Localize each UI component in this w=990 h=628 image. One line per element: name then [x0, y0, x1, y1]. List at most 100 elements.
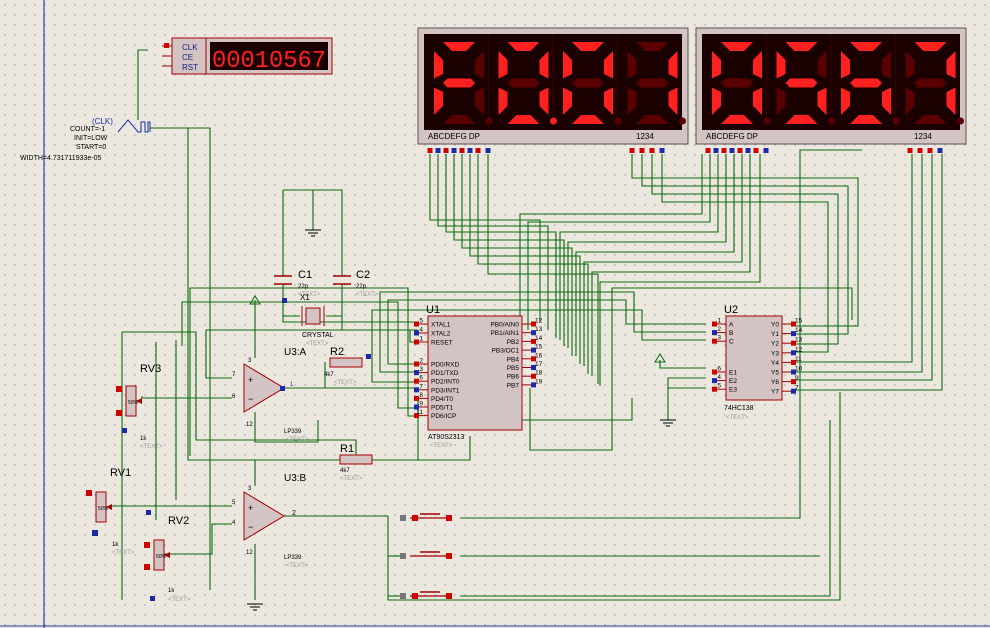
potentiometer-rv3[interactable]: 50% RV3 1k <TEXT>: [116, 363, 163, 450]
button-1-pin-left[interactable]: [400, 515, 406, 521]
rv2-bottom-pin[interactable]: [150, 596, 155, 601]
rv1-pin-top[interactable]: [86, 490, 92, 496]
push-button-2[interactable]: [400, 551, 452, 559]
u2-pin-3-marker[interactable]: [712, 338, 717, 344]
capacitor-c1[interactable]: C1 22p <TEXT>: [274, 269, 321, 298]
u2-pin-6-marker[interactable]: [712, 369, 717, 375]
comparator-u3a[interactable]: + − U3:A LP339 <TEXT> 3 7 6 1 12: [232, 347, 309, 443]
comparator-u3b[interactable]: + − U3:B LP339 <TEXT> 3 5 4 2 12: [232, 473, 309, 569]
rv3-pin-bottom[interactable]: [116, 410, 122, 416]
u1-pin-15-number: 15: [535, 344, 543, 351]
clock-generator[interactable]: (CLK) COUNT=-1 INIT=LOW START=0 WIDTH=4.…: [20, 117, 151, 162]
u1-pin-12-marker[interactable]: [531, 321, 536, 327]
u2-pin-13-marker[interactable]: [791, 340, 796, 346]
u2-pin-2-marker[interactable]: [712, 330, 717, 336]
u1-pin-14-marker[interactable]: [531, 338, 536, 344]
left-display-segment-pin-8[interactable]: [485, 148, 491, 153]
u2-pin-5-marker[interactable]: [712, 386, 717, 392]
right-display-segment-pin-1[interactable]: [705, 148, 711, 153]
right-display-segment-pin-8[interactable]: [763, 148, 769, 153]
button-2-pin-left[interactable]: [400, 553, 406, 559]
right-display-digit-pin-2[interactable]: [917, 148, 923, 153]
button-3-pin-left[interactable]: [400, 593, 406, 599]
rv2-pin-top[interactable]: [144, 542, 150, 548]
push-button-3[interactable]: [400, 591, 452, 599]
potentiometer-rv1[interactable]: 50% RV1 1k <TEXT>: [86, 467, 135, 556]
button-3-pin-mid[interactable]: [412, 593, 418, 599]
right-digit-2-segment-g: [785, 78, 818, 88]
counter-timer[interactable]: 00010567 CLK CE RST: [162, 37, 333, 75]
u1-pin-2-marker[interactable]: [414, 361, 419, 367]
u1-pin-18-marker[interactable]: [531, 373, 536, 379]
left-display-digit-pin-4[interactable]: [659, 148, 665, 153]
u1-pin-1-marker[interactable]: [414, 339, 419, 345]
u1-pin-19-marker[interactable]: [531, 382, 536, 388]
right-display-digit-pin-3[interactable]: [927, 148, 933, 153]
u2-pin-11-marker[interactable]: [791, 359, 796, 365]
right-display-segment-pin-3[interactable]: [721, 148, 727, 153]
left-display-digit-pin-2[interactable]: [639, 148, 645, 153]
right-display-segment-pin-5[interactable]: [737, 148, 743, 153]
rv3-bottom-pin[interactable]: [122, 428, 127, 433]
u3b-text: <TEXT>: [286, 563, 309, 569]
resistor-r2[interactable]: R2 4k7 <TEXT>: [324, 346, 371, 386]
c1-top-pin[interactable]: [282, 298, 287, 303]
u2-pin-9-marker[interactable]: [791, 379, 796, 385]
left-digit-3-segment-c: [604, 87, 613, 115]
u3a-out-pin[interactable]: [280, 386, 285, 391]
button-1-pin-right[interactable]: [446, 515, 452, 521]
right-display-segment-pin-6[interactable]: [745, 148, 751, 153]
resistor-r1[interactable]: R1 4k7 <TEXT>: [339, 443, 373, 482]
right-display-segment-pin-4[interactable]: [729, 148, 735, 153]
u2-pin-12-marker[interactable]: [791, 350, 796, 356]
right-digit-4-segment-b: [946, 51, 956, 79]
u2-pin-4-marker[interactable]: [712, 378, 717, 384]
button-3-pin-right[interactable]: [446, 593, 452, 599]
u1-pin-8-marker[interactable]: [414, 395, 419, 401]
right-display-digit-pin-4[interactable]: [937, 148, 943, 153]
u1-pin-6-marker[interactable]: [414, 378, 419, 384]
left-display-segment-pin-3[interactable]: [443, 148, 449, 153]
rv1-pin-bottom[interactable]: [92, 530, 98, 536]
u2-pin-14-marker[interactable]: [791, 331, 796, 337]
ic-u1[interactable]: U1 AT90S2313 <TEXT> 5XTAL14XTAL21RESET2P…: [414, 304, 543, 449]
u1-pin-4-marker[interactable]: [414, 330, 419, 336]
u1-pin-13-marker[interactable]: [531, 330, 536, 336]
u1-pin-5-marker[interactable]: [414, 321, 419, 327]
u1-pin-3-marker[interactable]: [414, 370, 419, 376]
right-display-segment-pin-7[interactable]: [753, 148, 759, 153]
left-display-segment-pin-5[interactable]: [459, 148, 465, 153]
u2-pin-1-marker[interactable]: [712, 321, 717, 327]
u1-pin-15-marker[interactable]: [531, 347, 536, 353]
u2-pin-7-marker[interactable]: [791, 388, 796, 394]
u1-pin-9-marker[interactable]: [414, 404, 419, 410]
left-display-digit-pin-3[interactable]: [649, 148, 655, 153]
counter-clk-pin[interactable]: [164, 43, 169, 48]
left-display-segment-pin-2[interactable]: [435, 148, 441, 153]
potentiometer-rv2[interactable]: 50% RV2 1k <TEXT>: [144, 515, 191, 603]
capacitor-c2[interactable]: C2 22p <TEXT>: [333, 269, 379, 298]
r2-pin[interactable]: [366, 354, 371, 359]
left-display-segment-pin-6[interactable]: [467, 148, 473, 153]
right-digit-4-segment-c: [946, 87, 956, 115]
rv3-pin-top[interactable]: [116, 386, 122, 392]
u2-pin-10-marker[interactable]: [791, 369, 796, 375]
left-display-segment-pin-7[interactable]: [475, 148, 481, 153]
u1-pin-7-marker[interactable]: [414, 387, 419, 393]
button-2-pin-right[interactable]: [446, 553, 452, 559]
u1-pin-16-marker[interactable]: [531, 356, 536, 362]
rv2-top-pin[interactable]: [146, 510, 151, 515]
right-display-segment-pin-2[interactable]: [713, 148, 719, 153]
u1-pin-17-marker[interactable]: [531, 365, 536, 370]
button-1-pin-mid[interactable]: [412, 515, 418, 521]
crystal-x1[interactable]: X1 CRYSTAL <TEXT>: [300, 293, 334, 347]
left-display-segment-pin-4[interactable]: [451, 148, 457, 153]
u2-pin-15-marker[interactable]: [791, 321, 796, 327]
u1-pin-11-marker[interactable]: [414, 413, 419, 419]
left-display-segment-pin-1[interactable]: [427, 148, 433, 153]
right-display-digit-pin-1[interactable]: [907, 148, 913, 153]
left-display-digit-pin-1[interactable]: [629, 148, 635, 153]
push-button-1[interactable]: [400, 513, 452, 521]
rv2-pin-bottom[interactable]: [144, 564, 150, 570]
